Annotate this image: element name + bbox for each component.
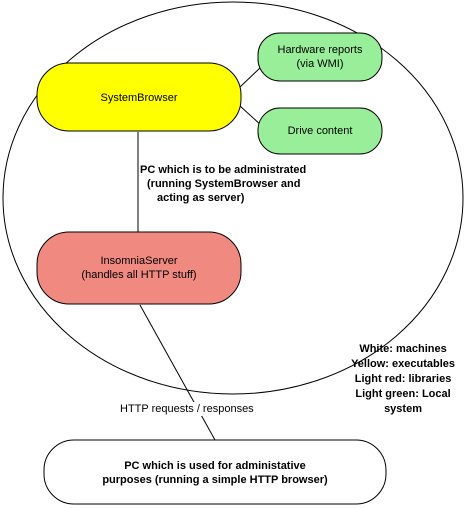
systembrowser-node	[36, 62, 242, 132]
server-pc-annotation: PC which is to be administrated (running…	[140, 163, 330, 205]
connector-systembrowser-drive	[239, 105, 263, 127]
drive-content-node	[257, 107, 383, 155]
server-pc-line2: (running SystemBrowser and	[147, 178, 301, 190]
legend-light-red: Light red: libraries	[354, 373, 452, 385]
hardware-reports-node	[257, 32, 383, 82]
legend-light-green-cont: system	[384, 403, 422, 415]
connector-insomnia-adminpc	[139, 304, 216, 441]
drive-content-label: Drive content	[287, 125, 353, 137]
server-pc-line3: acting as server)	[157, 192, 245, 204]
hardware-reports-line2: (via WMI)	[296, 58, 344, 70]
legend-white: White: machines	[359, 343, 447, 355]
legend-yellow: Yellow: executables	[351, 358, 455, 370]
server-pc-line1: PC which is to be administrated	[140, 164, 307, 176]
admin-pc-node	[43, 439, 387, 505]
color-legend: White: machines Yellow: executables Ligh…	[351, 342, 455, 417]
http-link-label: HTTP requests / responses	[120, 402, 254, 416]
insomniaserver-line2: (handles all HTTP stuff)	[81, 269, 197, 281]
connector-systembrowser-hardware	[239, 65, 263, 88]
systembrowser-label: SystemBrowser	[100, 92, 178, 104]
admin-pc-line1: PC which is used for administative	[124, 460, 306, 472]
hardware-reports-line1: Hardware reports	[277, 44, 363, 56]
insomniaserver-label: InsomniaServer (handles all HTTP stuff)	[37, 254, 241, 282]
insomniaserver-line1: InsomniaServer	[100, 255, 178, 267]
insomniaserver-node	[36, 231, 242, 305]
admin-pc-line2: purposes (running a simple HTTP browser)	[102, 474, 328, 486]
admin-pc-label: PC which is used for administative purpo…	[44, 459, 386, 487]
hardware-reports-label: Hardware reports (via WMI)	[258, 43, 382, 71]
legend-light-green: Light green: Local	[355, 388, 451, 400]
